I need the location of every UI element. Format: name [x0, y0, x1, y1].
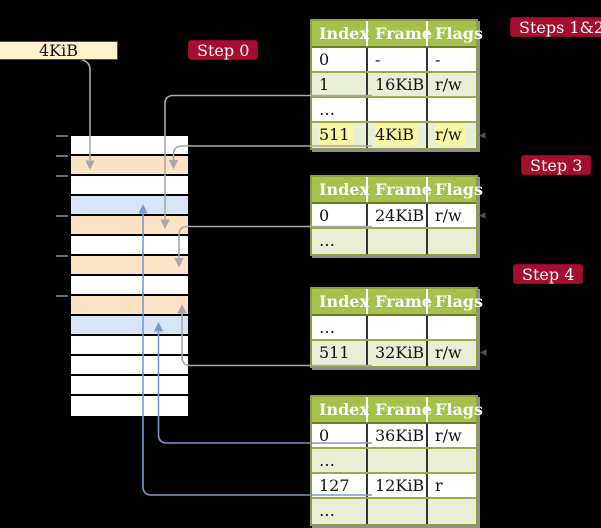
table-row-highlighted: 511 4KiB r/w [312, 123, 476, 148]
page-table-4: Index Frame Flags 0 36KiB r/w … 127 12Ki… [310, 395, 483, 526]
cell-frame: 12KiB [375, 476, 425, 495]
cell-index: 511 [319, 124, 353, 145]
memory-tick [56, 175, 68, 177]
memory-frame-row-9 [71, 316, 188, 336]
col-header-frame: Frame [368, 289, 432, 314]
cell-index: 1 [319, 75, 330, 94]
cell-flags: r/w [435, 426, 462, 445]
table-row: … [312, 316, 476, 341]
cell-frame: 24KiB [375, 206, 425, 225]
cell-index: … [319, 231, 335, 250]
cell-index: 511 [319, 343, 350, 362]
cell-frame: 36KiB [375, 426, 425, 445]
entry-marker-pt3-511 [480, 349, 487, 356]
col-header-index: Index [312, 397, 369, 422]
cell-frame: 16KiB [375, 75, 425, 94]
cell-flags: r/w [435, 206, 462, 225]
col-header-frame: Frame [368, 21, 432, 46]
col-header-flags: Flags [435, 292, 483, 311]
cell-index: 0 [319, 206, 330, 225]
memory-frame-row-11 [71, 356, 188, 376]
col-header-index: Index [312, 21, 369, 46]
badge-step-3: Step 3 [521, 155, 592, 175]
table-row: 0 36KiB r/w [312, 424, 476, 449]
memory-frame-row-10 [71, 336, 188, 356]
memory-tick [56, 215, 68, 217]
cell-flags: r/w [435, 124, 465, 145]
cell-flags: r/w [435, 343, 462, 362]
cell-frame: 4KiB [375, 124, 418, 145]
memory-tick [56, 155, 68, 157]
badge-step-4: Step 4 [513, 264, 584, 284]
table-row: 0 - - [312, 48, 476, 73]
table-header-row: Index Frame Flags [312, 289, 483, 316]
table-header-row: Index Frame Flags [312, 397, 483, 424]
memory-frame-row-0 [71, 136, 188, 156]
cell-index: … [319, 451, 335, 470]
col-header-flags: Flags [435, 400, 483, 419]
page-table-2: Index Frame Flags 0 24KiB r/w … [310, 175, 483, 256]
col-header-frame: Frame [368, 397, 432, 422]
table-row: … [312, 229, 476, 254]
memory-frame-row-6 [71, 256, 188, 276]
memory-frame-row-13 [71, 396, 188, 416]
cell-flags: r [435, 476, 443, 495]
cell-index: … [319, 100, 335, 119]
badge-steps-1-2: Steps 1&2 [510, 17, 601, 37]
cell-index: … [319, 501, 335, 520]
cell-flags: r/w [435, 75, 462, 94]
memory-frame-row-3 [71, 196, 188, 216]
badge-step-0: Step 0 [188, 40, 259, 60]
table-row: 1 16KiB r/w [312, 73, 476, 98]
memory-frame-row-7 [71, 276, 188, 296]
memory-frame-row-2 [71, 176, 188, 196]
cell-index: 127 [319, 476, 350, 495]
cell-frame: 32KiB [375, 343, 425, 362]
table-row: … [312, 98, 476, 123]
memory-frame-row-5 [71, 236, 188, 256]
page-table-3: Index Frame Flags … 511 32KiB r/w [310, 287, 483, 368]
table-row: … [312, 449, 476, 474]
entry-marker-pt2-0 [479, 212, 486, 219]
page-table-1: Index Frame Flags 0 - - 1 16KiB r/w … 51… [310, 19, 483, 150]
memory-tick [56, 135, 68, 137]
memory-frame-row-12 [71, 376, 188, 396]
frame-size-box: 4KiB [0, 41, 118, 60]
col-header-frame: Frame [368, 177, 432, 202]
physical-memory-column [69, 134, 190, 418]
memory-frame-row-4 [71, 216, 188, 236]
entry-marker-pt1-511 [479, 132, 486, 139]
memory-tick [56, 295, 68, 297]
table-row: 511 32KiB r/w [312, 341, 476, 366]
cell-frame: - [375, 50, 381, 69]
memory-frame-row-1 [71, 156, 188, 176]
memory-tick [56, 255, 68, 257]
table-header-row: Index Frame Flags [312, 177, 483, 204]
cell-index: 0 [319, 426, 330, 445]
col-header-flags: Flags [435, 180, 483, 199]
col-header-flags: Flags [435, 24, 483, 43]
col-header-index: Index [312, 177, 369, 202]
table-header-row: Index Frame Flags [312, 21, 483, 48]
cell-index: … [319, 318, 335, 337]
table-row: 0 24KiB r/w [312, 204, 476, 229]
cell-index: 0 [319, 50, 330, 69]
table-row: … [312, 499, 476, 524]
memory-frame-row-8 [71, 296, 188, 316]
cell-flags: - [435, 50, 441, 69]
table-row: 127 12KiB r [312, 474, 476, 499]
col-header-index: Index [312, 289, 369, 314]
